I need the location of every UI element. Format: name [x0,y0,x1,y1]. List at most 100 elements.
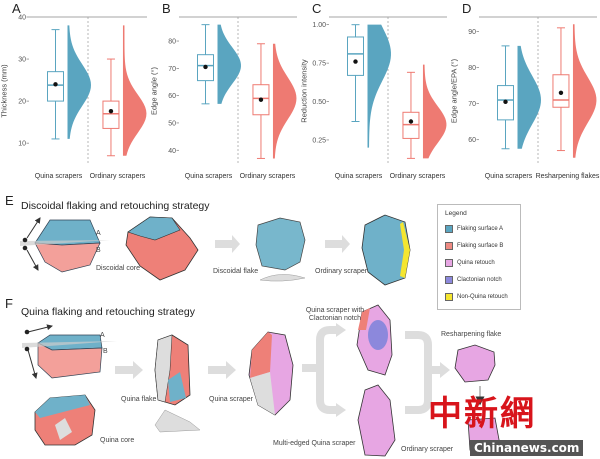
multi-edged-scraper-illustration [357,384,396,457]
y-tick-label: 90 [468,29,476,36]
ordinary-scraper-label-f: Ordinary scraper [400,446,455,453]
legend-label: Flaking surface A [457,226,504,232]
legend-item: Non-Quina retouch [445,293,508,301]
legend-label: Flaking surface B [457,243,504,249]
density-half-violin [367,24,391,148]
box [347,36,364,76]
surface-b-label: B [103,348,108,355]
y-tick-label: 30 [18,57,26,64]
panel-label: B [162,1,171,16]
panel-label: A [12,1,21,16]
section-e-title: Discoidal flaking and retouching strateg… [21,200,210,212]
legend-label: Quina retouch [457,260,495,266]
surface-a-label: A [96,230,101,237]
surface-a-label: A [100,332,105,339]
mean-point [353,59,358,64]
mean-point [108,108,114,114]
discoidal-core-schematic [20,217,110,273]
legend-label: Non-Quina retouch [457,294,508,300]
y-tick-label: 70 [468,101,476,108]
discoidal-core-label: Discoidal core [96,265,140,272]
y-tick-label: 0.75 [312,61,326,68]
arrow [115,361,143,379]
quina-core-label: Quina core [100,437,135,444]
panel-label: C [312,1,321,16]
y-tick-label: 0.50 [312,99,326,106]
x-tick-label: Ordinary scrapers [240,173,296,180]
x-tick-label: Quina scrapers [35,173,83,180]
y-axis-label: Thickness (mm) [0,64,9,118]
x-tick-label: Quina scrapers [335,173,383,180]
legend-swatch [445,276,453,284]
mean-point [258,97,264,102]
y-tick-label: 10 [18,141,26,148]
density-half-violin [422,64,447,159]
quina-flake-label: Quina flake [121,396,157,403]
x-tick-label: Resharpening flakes [536,173,600,180]
quina-scraper-label: Quina scraper [209,396,253,403]
box [402,111,420,139]
panel-label: D [462,1,471,16]
arrow [208,361,236,379]
ordinary-scraper-label: Ordinary scraper [315,268,368,275]
legend-item: Flaking surface B [445,242,503,250]
arrow [215,235,240,253]
mean-point [558,90,564,96]
y-tick-label: 40 [168,148,176,155]
x-tick-label: Ordinary scrapers [390,173,446,180]
watermark-logo: 中新網 [428,394,536,434]
legend-item: Flaking surface A [445,225,503,233]
discoidal-flake-illustration [255,217,306,271]
y-tick-label: 80 [168,39,176,46]
mean-point [408,119,414,124]
panel-label-f: F [5,296,13,311]
resharpening-flake-illustration [454,344,496,383]
x-tick-label: Quina scrapers [485,173,533,180]
density-half-violin [272,43,297,159]
surface-b-label: B [96,247,101,254]
branch-arrow [302,326,338,372]
y-axis-label: Edge angle (°) [150,66,159,115]
mean-point [503,99,508,105]
watermark-text: Chinanews.com [470,440,584,456]
arrow [325,235,350,253]
discoidal-flake-label: Discoidal flake [213,268,259,275]
y-tick-label: 0.25 [312,137,326,144]
y-tick-label: 50 [168,120,176,127]
resharpening-flake-label: Resharpening flake [441,331,502,338]
y-tick-label: 20 [18,99,26,106]
quina-core-schematic [22,324,117,379]
density-half-violin [122,25,147,156]
density-half-violin [517,45,541,149]
y-tick-label: 1.00 [312,22,326,29]
legend-item: Quina retouch [445,259,495,267]
x-tick-label: Quina scrapers [185,173,233,180]
legend-title: Legend [445,210,467,217]
legend-swatch [445,259,453,267]
legend: Legend Flaking surface A Flaking surface … [437,204,521,310]
multi-edged-scraper-label: Multi-edged Quina scraper [273,440,356,447]
notch-scraper-label: Quina scraper with Clactonian notch [305,307,365,322]
x-tick-label: Ordinary scrapers [90,173,146,180]
legend-label: Clactonian notch [457,277,502,283]
y-tick-label: 80 [468,65,476,72]
legend-swatch [445,293,453,301]
mean-point [203,64,208,70]
legend-swatch [445,242,453,250]
mean-point [53,82,58,87]
density-half-violin [67,25,91,139]
y-tick-label: 60 [468,137,476,144]
box [102,100,120,129]
density-half-violin [217,24,241,104]
section-f-title: Quina flaking and retouching strategy [21,306,195,318]
legend-item: Clactonian notch [445,276,502,284]
y-tick-label: 60 [168,93,176,100]
bracket-arrow [405,331,432,414]
density-half-violin [572,24,597,158]
